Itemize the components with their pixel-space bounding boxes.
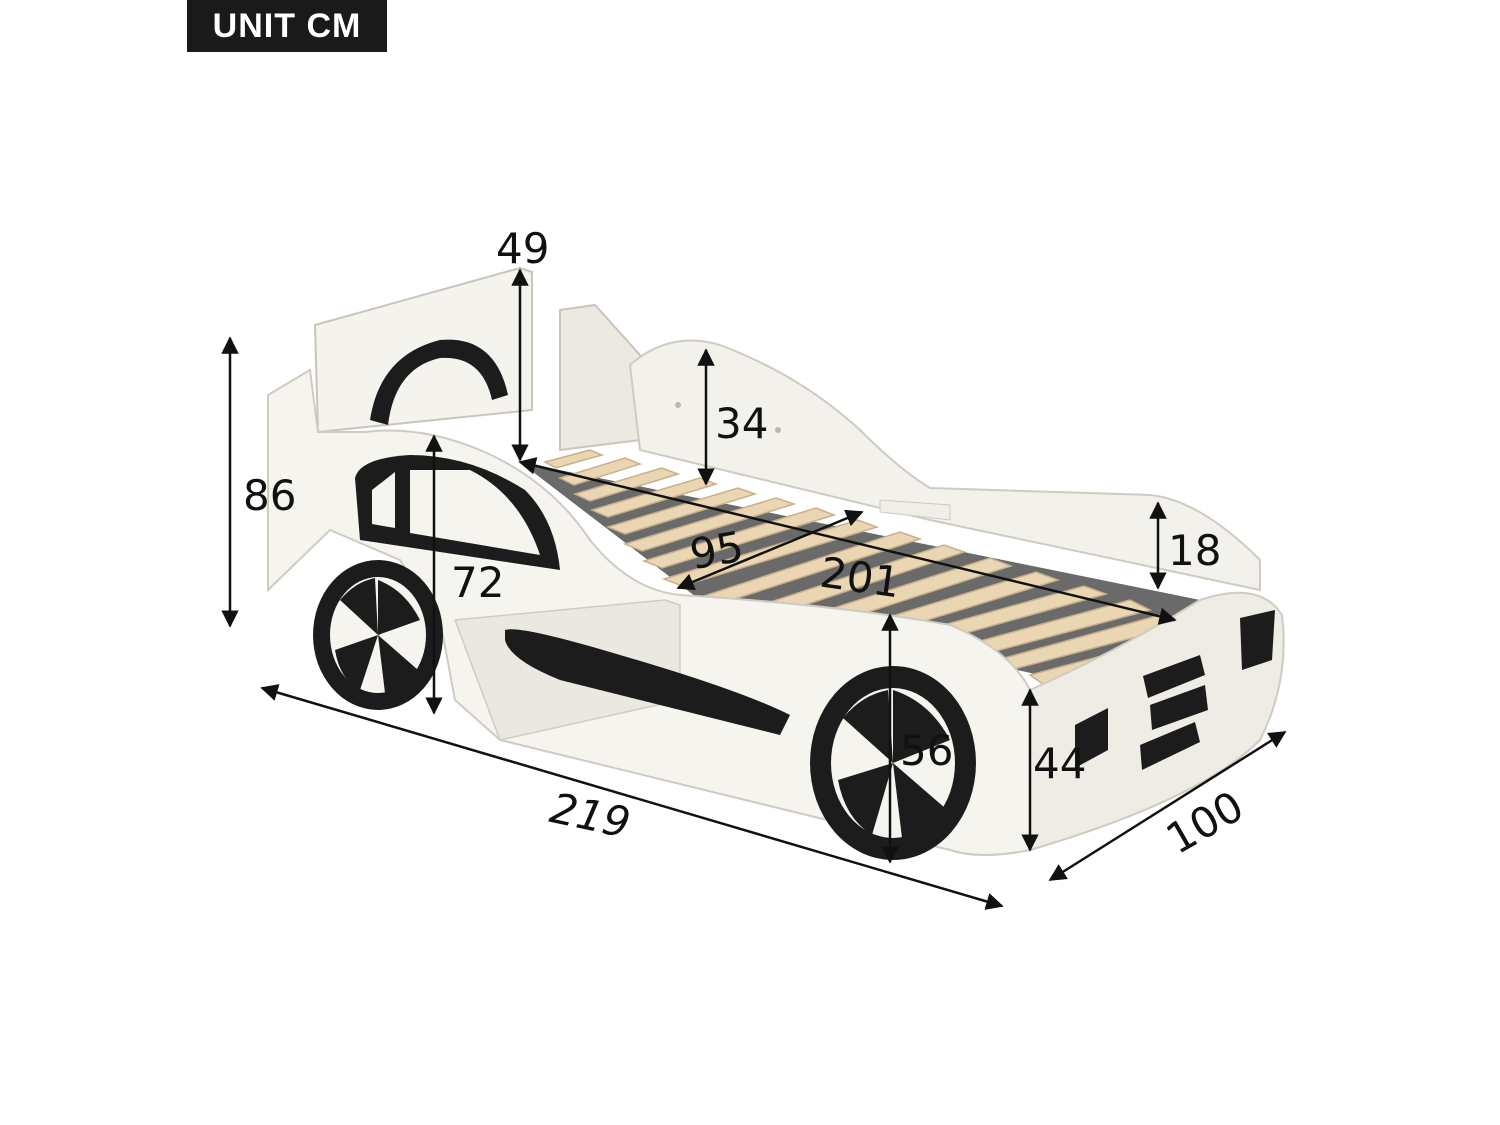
arrow-95 <box>676 509 864 591</box>
dimension-inner-length: 201 <box>817 547 904 608</box>
dimension-headboard-height: 49 <box>496 224 550 273</box>
arrow-219 <box>260 684 1004 910</box>
dimension-front-panel-height: 72 <box>451 558 505 607</box>
rear-light-1 <box>1240 610 1275 670</box>
dimension-arrows <box>221 268 1287 910</box>
unit-label: UNIT CM <box>187 0 387 52</box>
headboard-arch <box>370 339 508 425</box>
dimension-wheel-diameter: 56 <box>900 726 954 775</box>
dimension-guard-height: 34 <box>715 399 769 448</box>
dimension-rear-height: 44 <box>1033 739 1087 788</box>
dimension-footboard-height: 18 <box>1168 526 1222 575</box>
grille-2 <box>1150 685 1208 730</box>
front-wheel <box>313 560 443 710</box>
dimension-slat-width: 95 <box>686 521 748 580</box>
dimension-total-height: 86 <box>243 471 297 520</box>
arrow-100 <box>1048 730 1287 882</box>
grille-1 <box>1143 655 1205 698</box>
